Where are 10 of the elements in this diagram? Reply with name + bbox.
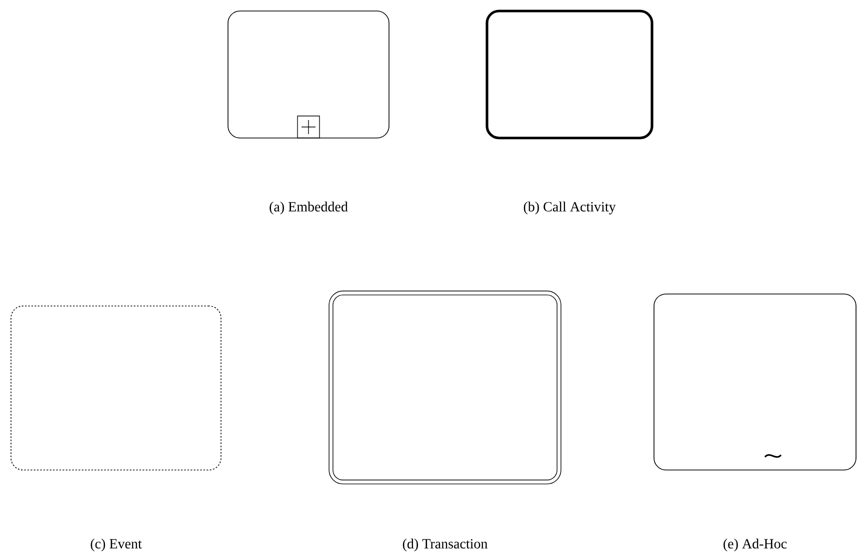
call-activity-box	[486, 10, 654, 140]
caption: (c) Event	[90, 538, 142, 552]
caption: (e) Ad-Hoc	[724, 538, 787, 552]
event-subprocess-box	[10, 306, 222, 470]
caption: (b) Call Activity	[524, 202, 616, 214]
ad-hoc-subprocess-box	[654, 294, 856, 470]
caption: (d) Transaction	[402, 538, 488, 552]
transaction-box	[328, 290, 562, 484]
caption: (a) Embedded	[270, 202, 348, 214]
subprocess-box	[228, 10, 390, 138]
